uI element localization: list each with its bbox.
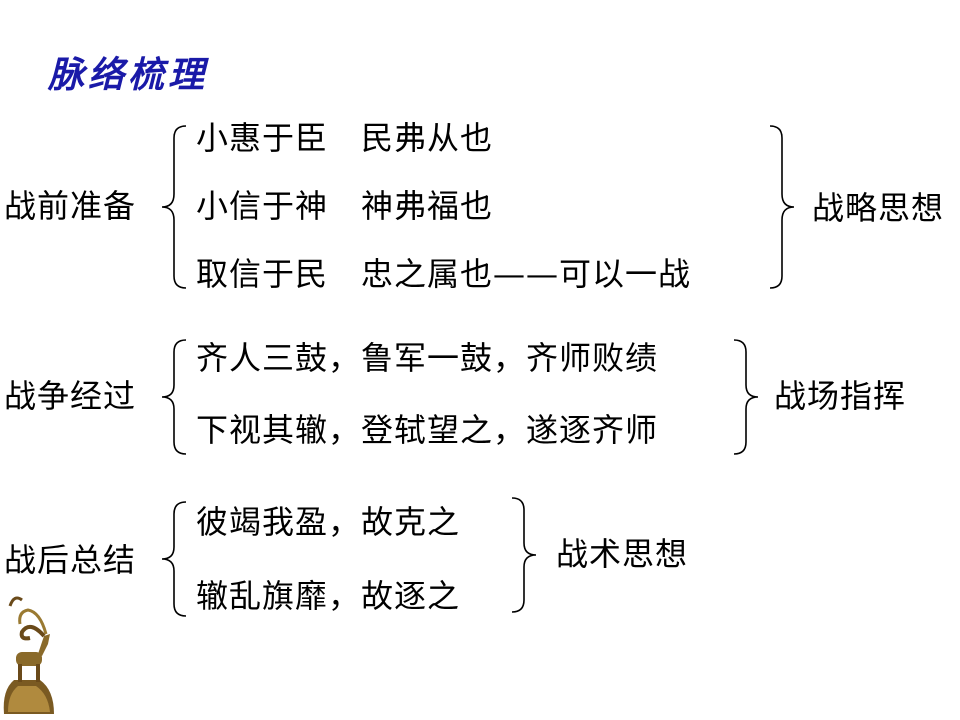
page-title: 脉络梳理 (48, 55, 209, 96)
section-1-right-brace (769, 125, 795, 289)
section-2-left-label: 战争经过 (4, 377, 137, 415)
section-3-left-brace (161, 501, 187, 617)
goat-bronze-icon (3, 596, 54, 714)
section-3-line-1: 彼竭我盈，故克之 (196, 503, 461, 541)
section-1-line-2: 小信于神 神弗福也 (196, 187, 494, 225)
section-2-right-label: 战场指挥 (774, 377, 907, 415)
section-1-left-brace (161, 125, 187, 289)
section-3-right-brace (511, 497, 537, 613)
section-2-line-1: 齐人三鼓，鲁军一鼓，齐师败绩 (196, 339, 659, 377)
section-2-right-brace (733, 339, 759, 455)
section-1-line-1: 小惠于臣 民弗从也 (196, 119, 494, 157)
section-3-right-label: 战术思想 (556, 535, 689, 573)
section-3-left-label: 战后总结 (4, 541, 137, 579)
section-1-left-label: 战前准备 (4, 187, 137, 225)
section-2-line-2: 下视其辙，登轼望之，遂逐齐师 (196, 411, 659, 449)
section-3-line-2: 辙乱旗靡，故逐之 (196, 577, 461, 615)
section-2-left-brace (161, 339, 187, 455)
section-1-line-3: 取信于民 忠之属也——可以一战 (196, 255, 692, 293)
section-1-right-label: 战略思想 (812, 189, 945, 227)
